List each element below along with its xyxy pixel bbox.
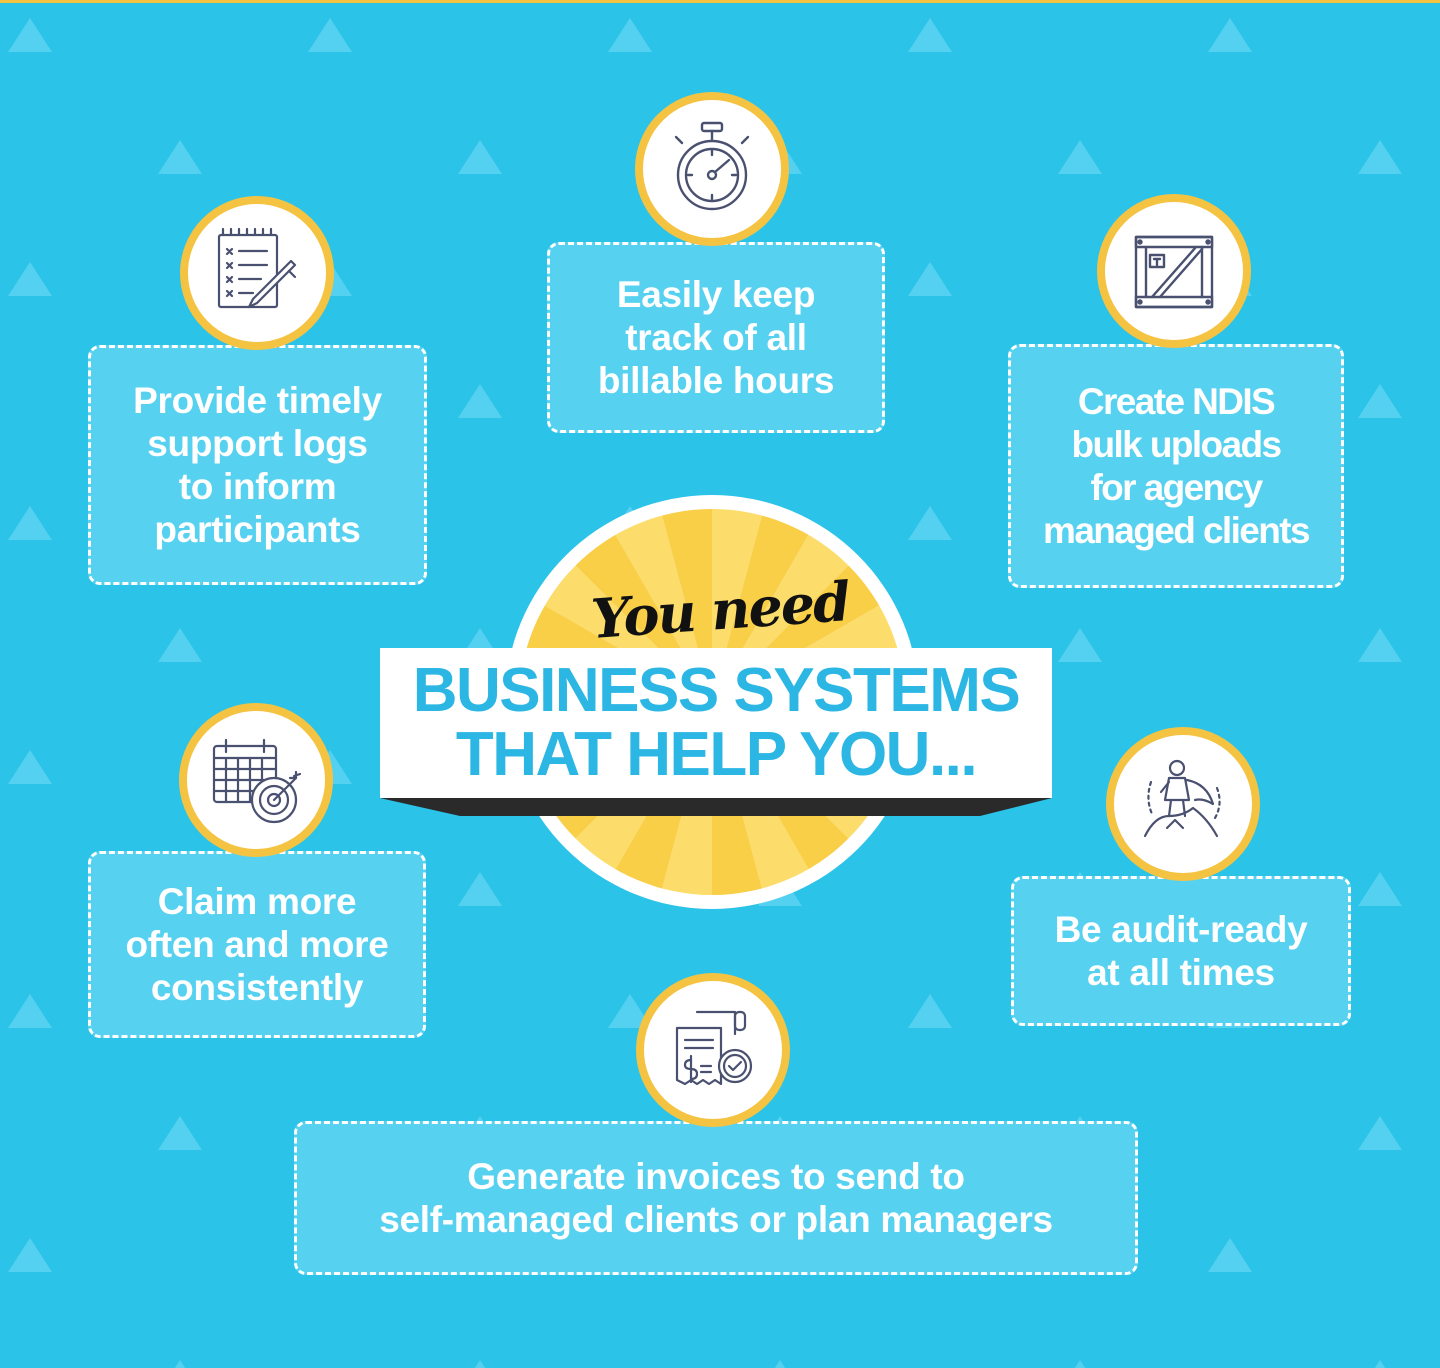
badge-billable-hours: [635, 92, 789, 246]
benefit-card-invoices: Generate invoices to send to self-manage…: [294, 1121, 1138, 1275]
pattern-triangle: [158, 628, 202, 662]
headline-line-1: BUSINESS SYSTEMS: [412, 656, 1021, 725]
top-accent-strip: [0, 0, 1440, 3]
pattern-triangle: [908, 262, 952, 296]
benefit-card-claim-more: Claim more often and more consistently: [88, 851, 426, 1038]
banner-shadow: [380, 798, 1052, 816]
pattern-triangle: [1358, 384, 1402, 418]
pattern-triangle: [308, 18, 352, 52]
headline-line-2: THAT HELP YOU...: [455, 720, 978, 789]
pattern-triangle: [908, 506, 952, 540]
pattern-triangle: [8, 262, 52, 296]
pattern-triangle: [1358, 628, 1402, 662]
sun-ray: [644, 509, 712, 702]
stopwatch-icon: [674, 121, 750, 211]
pattern-triangle: [158, 140, 202, 174]
calendar-target-icon: [212, 738, 302, 824]
pattern-triangle: [1058, 628, 1102, 662]
benefit-text: Easily keep track of all billable hours: [597, 274, 835, 401]
badge-claim-more: [179, 703, 333, 857]
pattern-triangle: [458, 140, 502, 174]
pattern-triangle: [774, 1360, 786, 1368]
pattern-triangle: [1358, 1116, 1402, 1150]
benefit-text: Provide timely support logs to inform pa…: [133, 380, 382, 550]
pattern-triangle: [8, 1238, 52, 1272]
pattern-triangle: [1208, 18, 1252, 52]
pattern-triangle: [458, 872, 502, 906]
pattern-triangle: [8, 18, 52, 52]
benefit-card-audit-ready: Be audit-ready at all times: [1011, 876, 1351, 1026]
pattern-triangle: [1374, 1360, 1386, 1368]
badge-audit-ready: [1106, 727, 1260, 881]
benefit-text: Generate invoices to send to self-manage…: [379, 1156, 1053, 1240]
pattern-triangle: [908, 994, 952, 1028]
pattern-triangle: [8, 506, 52, 540]
benefit-card-ndis-bulk-uploads: Create NDIS bulk uploads for agency mana…: [1008, 344, 1344, 588]
benefit-text: Claim more often and more consistently: [125, 881, 389, 1008]
benefit-card-support-logs: Provide timely support logs to inform pa…: [88, 345, 427, 585]
headline-banner: BUSINESS SYSTEMS THAT HELP YOU...: [380, 648, 1052, 798]
pattern-triangle: [1074, 1360, 1086, 1368]
benefit-card-billable-hours: Easily keep track of all billable hours: [547, 242, 885, 433]
pattern-triangle: [458, 384, 502, 418]
pattern-triangle: [1358, 872, 1402, 906]
pattern-triangle: [1208, 1238, 1252, 1272]
pattern-triangle: [8, 750, 52, 784]
benefit-text: Create NDIS bulk uploads for agency mana…: [1043, 381, 1311, 551]
sun-ray: [712, 509, 780, 702]
pattern-triangle: [608, 18, 652, 52]
invoice-check-icon: [675, 1010, 753, 1086]
badge-ndis-bulk-uploads: [1097, 194, 1251, 348]
crate-icon: [1134, 235, 1214, 309]
pattern-triangle: [1058, 140, 1102, 174]
checklist-pencil-icon: [217, 227, 297, 309]
pattern-triangle: [158, 1116, 202, 1150]
pattern-triangle: [8, 994, 52, 1028]
badge-invoices: [636, 973, 790, 1127]
pattern-triangle: [908, 18, 952, 52]
pattern-triangle: [1358, 140, 1402, 174]
benefit-text: Be audit-ready at all times: [1054, 909, 1308, 993]
hero-icon: [1143, 759, 1221, 838]
badge-support-logs: [180, 196, 334, 350]
pattern-triangle: [174, 1360, 186, 1368]
pattern-triangle: [474, 1360, 486, 1368]
